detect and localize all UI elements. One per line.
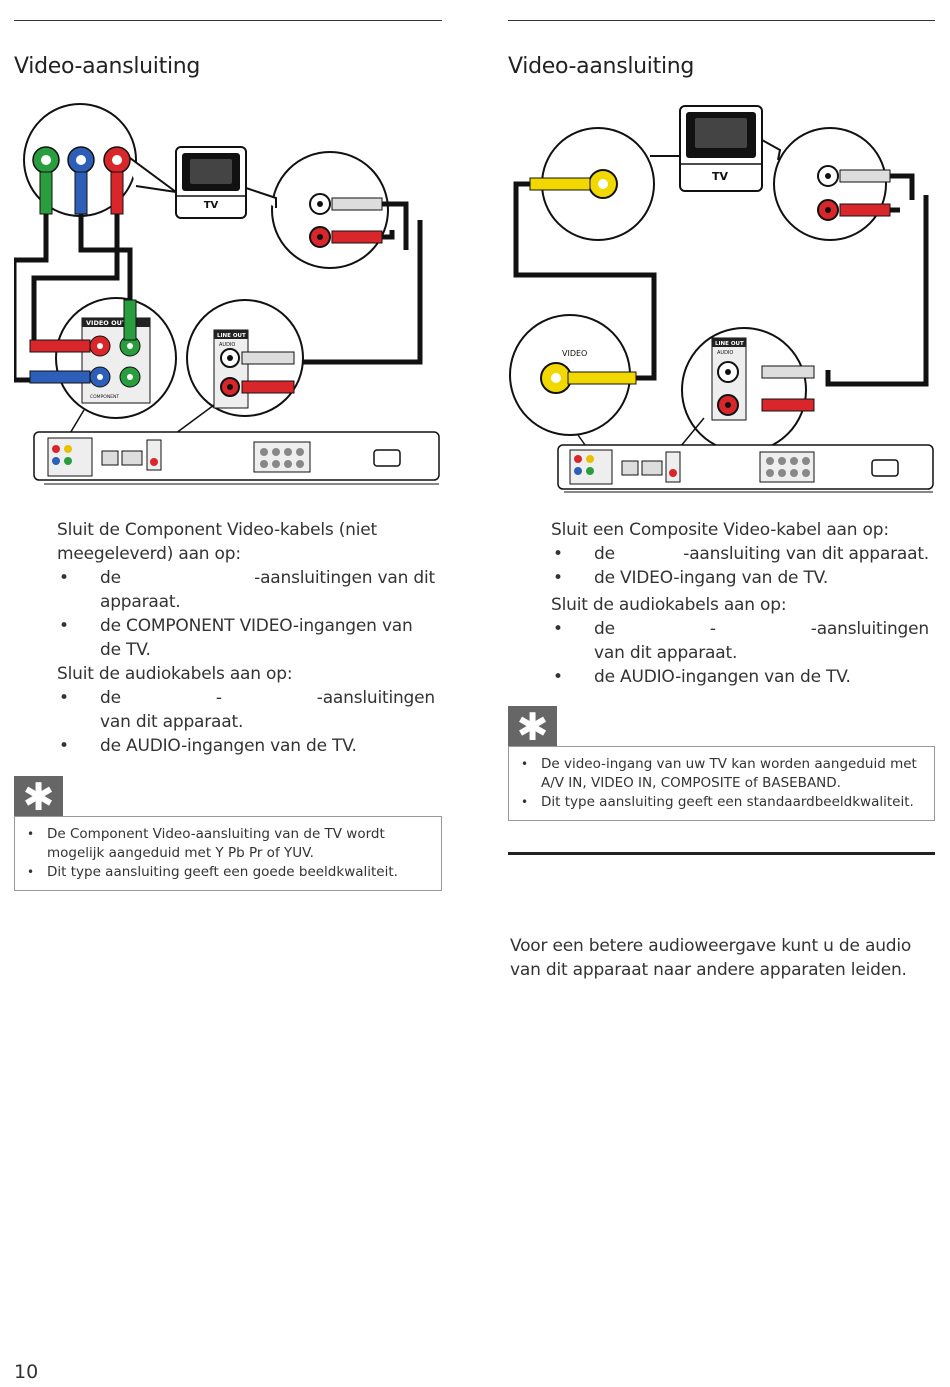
audio-label: AUDIO [219,342,235,348]
tv-label: TV [204,200,219,211]
top-rule [508,20,935,21]
list-item: • de-aansluiting van dit apparaat. [553,544,929,564]
list-item: • de COMPONENT VIDEO-ingangen van de TV. [59,616,413,660]
component-label: COMPONENT [90,394,119,400]
bullet-icon: • [59,736,69,756]
list-item: • de AUDIO-ingangen van de TV. [553,667,851,687]
video-bullet-list: • de-aansluitingen van dit apparaat. • d… [57,566,435,662]
instructions: Sluit een Composite Video-kabel aan op: … [551,518,929,689]
list-item: • de--aansluitingen van dit apparaat. [59,688,435,732]
list-item: • de--aansluitingen van dit apparaat. [553,619,929,663]
bullet-icon: • [59,688,69,708]
page-number: 10 [14,1361,39,1383]
top-rule [14,20,442,21]
list-item: • de-aansluitingen van dit apparaat. [59,568,435,612]
line-out-label: LINE OUT [715,341,744,347]
tv-icon [679,105,763,192]
tip-body: •De Component Video-aansluiting van de T… [14,816,442,891]
audio-intro-text: Sluit de audiokabels aan op: [551,595,787,615]
tv-icon [175,146,247,219]
tip-box: ✱ •De Component Video-aansluiting van de… [14,776,442,891]
tip-item: •De video-ingang van uw TV kan worden aa… [521,756,917,791]
section-title: Video-aansluiting [508,54,695,79]
bullet-icon: • [59,616,69,636]
audio-label: AUDIO [717,350,733,356]
list-item: • de VIDEO-ingang van de TV. [553,568,829,588]
bullet-icon: • [59,568,69,588]
bullet-icon: • [553,544,563,564]
instructions: Sluit de Component Video-kabels (niet me… [57,518,435,758]
list-item: • de AUDIO-ingangen van de TV. [59,736,357,756]
composite-video-diagram: TV VIDEO LINE OUT AUDIO [509,105,934,493]
bullet-icon: • [553,667,563,687]
section2-text: Voor een betere audioweergave kunt u de … [510,936,912,980]
tip-item: •De Component Video-aansluiting van de T… [27,826,385,861]
section-title: Video-aansluiting [14,54,201,79]
tip-box: ✱ •De video-ingang van uw TV kan worden … [508,706,935,821]
tip-asterisk-icon: ✱ [508,706,557,748]
intro-text: Sluit de Component Video-kabels (niet me… [57,520,377,564]
audio-bullet-list: • de--aansluitingen van dit apparaat. • … [57,686,435,758]
line-out-label: LINE OUT [217,333,246,339]
tip-asterisk-icon: ✱ [14,776,63,818]
bullet-icon: • [553,619,563,639]
component-video-diagram: TV VIDEO OUT COMPONENT [14,103,440,485]
video-out-label: VIDEO OUT [86,319,127,327]
tv-label: TV [712,170,729,183]
video-label: VIDEO [562,349,587,358]
bullet-icon: • [553,568,563,588]
audio-intro-text: Sluit de audiokabels aan op: [57,664,293,684]
tip-item: •Dit type aansluiting geeft een goede be… [27,864,398,880]
audio-bullet-list: • de--aansluitingen van dit apparaat. • … [551,617,929,689]
video-bullet-list: • de-aansluiting van dit apparaat. • de … [551,542,929,590]
intro-text: Sluit een Composite Video-kabel aan op: [551,520,889,540]
tip-body: •De video-ingang van uw TV kan worden aa… [508,746,935,821]
tip-item: •Dit type aansluiting geeft een standaar… [521,794,914,810]
section-rule [508,852,935,855]
